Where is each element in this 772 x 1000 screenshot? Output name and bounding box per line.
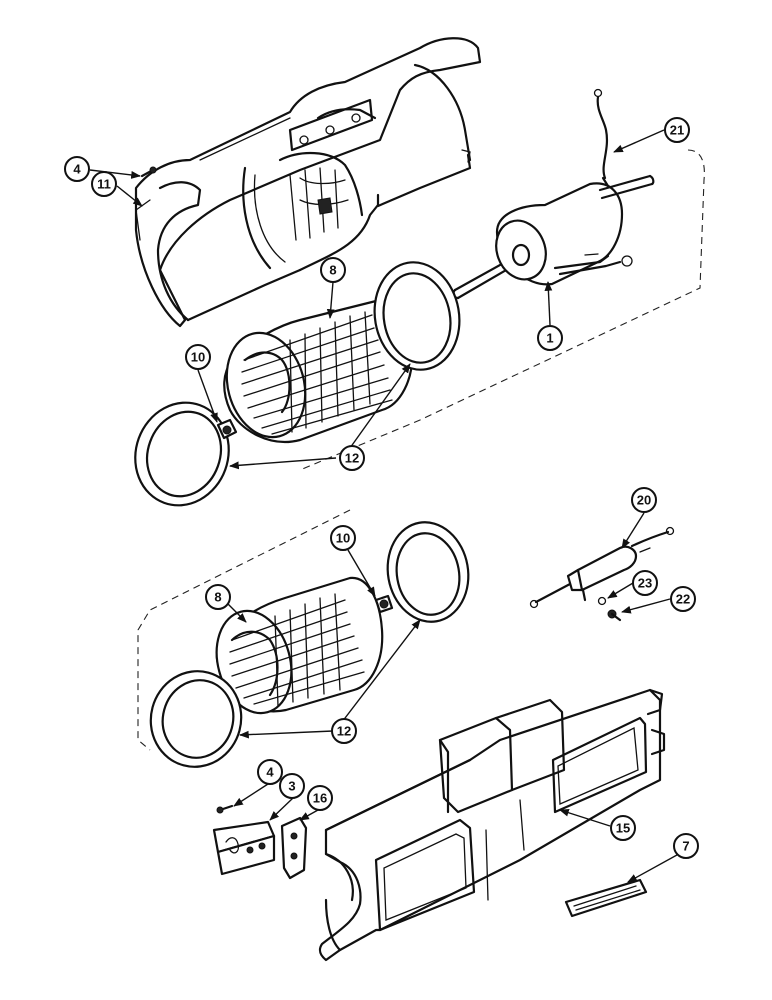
svg-text:7: 7 [682, 839, 689, 854]
svg-text:21: 21 [670, 123, 684, 138]
callout-11: 11 [91, 171, 117, 197]
svg-text:8: 8 [214, 590, 221, 605]
upper-blower-ring-left [134, 401, 230, 507]
svg-text:4: 4 [266, 765, 274, 780]
upper-blower-wheel [223, 298, 414, 443]
callout-10-lower: 10 [330, 525, 356, 551]
callout-22: 22 [670, 586, 696, 612]
svg-text:12: 12 [337, 724, 351, 739]
svg-text:3: 3 [288, 779, 295, 794]
svg-text:22: 22 [676, 592, 690, 607]
callout-12-upper: 12 [339, 445, 365, 471]
ground-wire [593, 88, 610, 188]
blower-resistor [529, 526, 675, 609]
callout-8-lower: 8 [205, 584, 231, 610]
svg-text:1: 1 [546, 331, 553, 346]
callout-1: 1 [537, 325, 563, 351]
svg-text:20: 20 [637, 493, 651, 508]
upper-blower-ring-right [373, 261, 461, 371]
resistor-screw [607, 609, 622, 622]
upper-wheel-clamp [216, 418, 238, 440]
callout-15: 15 [610, 815, 636, 841]
switch-plate [212, 820, 276, 876]
svg-text:4: 4 [73, 162, 81, 177]
callout-21: 21 [664, 117, 690, 143]
air-filter [564, 878, 648, 918]
callout-23: 23 [632, 570, 658, 596]
blower-motor [452, 174, 655, 300]
svg-text:15: 15 [616, 821, 630, 836]
upper-housing-half [134, 37, 482, 328]
lower-blower-ring-left [149, 670, 243, 768]
lower-group-outline [137, 509, 351, 751]
svg-text:23: 23 [638, 576, 652, 591]
callout-4-lower: 4 [257, 759, 283, 785]
callout-4-top: 4 [64, 156, 90, 182]
svg-text:8: 8 [329, 263, 336, 278]
resistor-washer [597, 596, 607, 606]
callout-10-upper: 10 [185, 344, 211, 370]
callout-16: 16 [307, 785, 333, 811]
callout-20: 20 [631, 487, 657, 513]
svg-text:16: 16 [313, 791, 327, 806]
svg-text:10: 10 [336, 531, 350, 546]
callout-3: 3 [279, 773, 305, 799]
housing-clip [280, 816, 308, 880]
housing-screw-top [140, 166, 157, 178]
callout-leaders [89, 129, 687, 883]
lower-blower-ring-right [386, 521, 470, 623]
callout-8-upper: 8 [320, 257, 346, 283]
svg-text:10: 10 [191, 350, 205, 365]
switch-screw [216, 804, 234, 814]
svg-text:11: 11 [97, 177, 111, 192]
svg-text:12: 12 [345, 451, 359, 466]
callout-12-lower: 12 [331, 718, 357, 744]
lower-housing [318, 688, 666, 962]
upper-group-outline [299, 149, 705, 471]
callout-7: 7 [673, 833, 699, 859]
